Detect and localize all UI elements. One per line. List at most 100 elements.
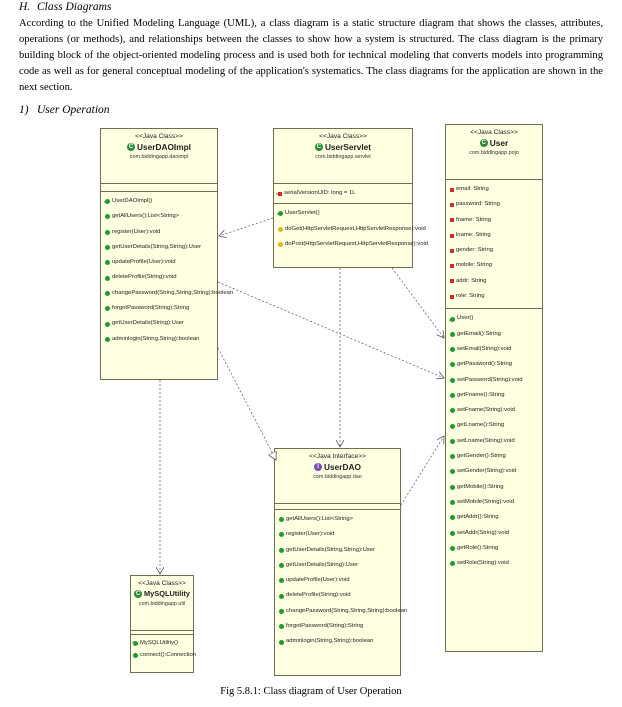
static-final-field-icon xyxy=(276,187,282,202)
method-row: deleteProfile(String):void xyxy=(279,588,400,603)
class-name: User xyxy=(489,138,509,148)
public-method-icon xyxy=(105,336,110,342)
public-method-icon xyxy=(279,532,284,538)
method-label: getEmail():String xyxy=(457,330,501,337)
public-method-icon xyxy=(450,515,455,521)
method-row: getFname():String xyxy=(450,388,542,403)
method-label: register(User):void xyxy=(286,531,335,538)
stereotype: <<Java Class>> xyxy=(135,133,183,140)
public-method-icon xyxy=(105,275,110,281)
public-method-icon xyxy=(450,545,455,551)
method-label: setFname(String):void xyxy=(457,407,515,414)
private-field-icon xyxy=(450,187,454,192)
stereotype: <<Java Class>> xyxy=(470,129,518,136)
public-method-icon xyxy=(279,563,284,569)
method-label: getMobile():String xyxy=(457,483,504,490)
figure-caption: Fig 5.8.1: Class diagram of User Operati… xyxy=(220,686,402,697)
method-row: getUserDetails(String,String):User xyxy=(105,240,217,255)
fields-section: email: String password: String fname: St… xyxy=(446,180,542,310)
public-method-icon xyxy=(105,229,110,235)
section-title: Class Diagrams xyxy=(37,1,112,13)
interface-icon: I xyxy=(314,463,323,471)
field-label: email: String xyxy=(456,186,489,192)
method-label: setPassword(String):void xyxy=(457,376,523,383)
method-row: MySQLUtility() xyxy=(132,636,193,649)
public-method-icon xyxy=(105,306,110,312)
method-label: UserServlet() xyxy=(285,210,320,217)
method-row: setLname(String):void xyxy=(450,434,542,449)
method-label: deleteProfile(String):void xyxy=(112,274,177,281)
class-icon: C xyxy=(127,143,136,151)
daoimpl-to-user-arrow xyxy=(217,281,444,378)
public-method-icon xyxy=(279,547,284,553)
method-label: getAddr():String xyxy=(457,514,499,521)
method-row: updateProfile(User):void xyxy=(279,573,400,588)
protected-method-icon xyxy=(278,226,283,232)
method-label: getUserDetails(String):User xyxy=(286,561,359,568)
section-letter: H. xyxy=(19,1,31,13)
method-row: setRole(String):void xyxy=(450,556,542,571)
field-row: fname: String xyxy=(450,213,542,228)
method-row: adminlogin(String,String):boolean xyxy=(279,634,400,649)
method-label: updateProfile(User):void xyxy=(286,577,350,584)
method-label: setEmail(String):void xyxy=(457,345,512,352)
method-label: updateProfile(User):void xyxy=(112,259,176,266)
public-method-icon xyxy=(105,245,110,251)
class-name: UserServlet xyxy=(324,142,372,152)
method-row: deleteProfile(String):void xyxy=(105,270,217,285)
method-row: User() xyxy=(449,311,542,327)
method-label: doGet(HttpServletRequest,HttpServletResp… xyxy=(285,225,426,232)
method-row: adminlogin(String,String):boolean xyxy=(105,332,217,347)
servlet-to-daoimpl-arrow xyxy=(219,217,274,236)
package-name: com.biddingapp.servlet xyxy=(315,154,371,160)
private-field-icon xyxy=(450,279,454,284)
method-row: forgotPassword(String):String xyxy=(105,301,217,316)
method-row: getMobile():String xyxy=(450,480,542,495)
public-method-icon xyxy=(450,469,455,475)
field-label: lname: String xyxy=(456,231,491,238)
method-row: setFname(String):void xyxy=(450,403,542,418)
field-row: password: String xyxy=(450,197,542,212)
package-name: com.biddingapp.util xyxy=(138,601,186,607)
constructor-icon xyxy=(104,194,110,209)
method-row: updateProfile(User):void xyxy=(105,255,217,270)
methods-section: UserDAOImpl() getAllUsers():List<String>… xyxy=(101,192,233,349)
method-row: setMobile(String):void xyxy=(450,495,542,510)
field-label: mobile: String xyxy=(456,262,493,269)
methods-section: UserServlet() doGet(HttpServletRequest,H… xyxy=(274,204,428,254)
public-method-icon xyxy=(279,639,284,645)
method-row: getUserDetails(String,String):User xyxy=(279,543,400,558)
method-label: adminlogin(String,String):boolean xyxy=(286,638,374,645)
class-icon: C xyxy=(134,590,142,598)
method-row: getUserDetails(String):User xyxy=(105,316,217,331)
method-label: getAllUsers():List<String> xyxy=(286,516,354,522)
fields-section xyxy=(131,631,193,635)
method-label: getFname():String xyxy=(457,391,505,398)
method-label: changePassword(String,String,String):boo… xyxy=(112,289,234,296)
method-row: changePassword(String,String,String):boo… xyxy=(279,604,407,619)
method-row: UserServlet() xyxy=(277,206,412,221)
method-label: doPost(HttpServletRequest,HttpServletRes… xyxy=(285,240,429,247)
method-row: connect():Connection xyxy=(133,649,196,661)
method-label: setAddr(String):void xyxy=(457,529,510,536)
method-label: setGender(String):void xyxy=(457,468,517,475)
class-icon: C xyxy=(479,139,488,147)
subsection-number: 1) xyxy=(19,104,29,116)
field-label: role: String xyxy=(456,293,485,300)
public-method-icon xyxy=(450,393,455,398)
field-label: serialVersionUID: long = 1L xyxy=(284,190,356,196)
public-method-icon xyxy=(105,290,110,296)
method-label: getUserDetails(String,String):User xyxy=(286,546,376,553)
method-row: setEmail(String):void xyxy=(450,342,542,357)
constructor-icon xyxy=(449,312,455,327)
fields-section xyxy=(101,184,217,192)
public-method-icon xyxy=(450,561,455,567)
method-row: setAddr(String):void xyxy=(450,526,542,541)
